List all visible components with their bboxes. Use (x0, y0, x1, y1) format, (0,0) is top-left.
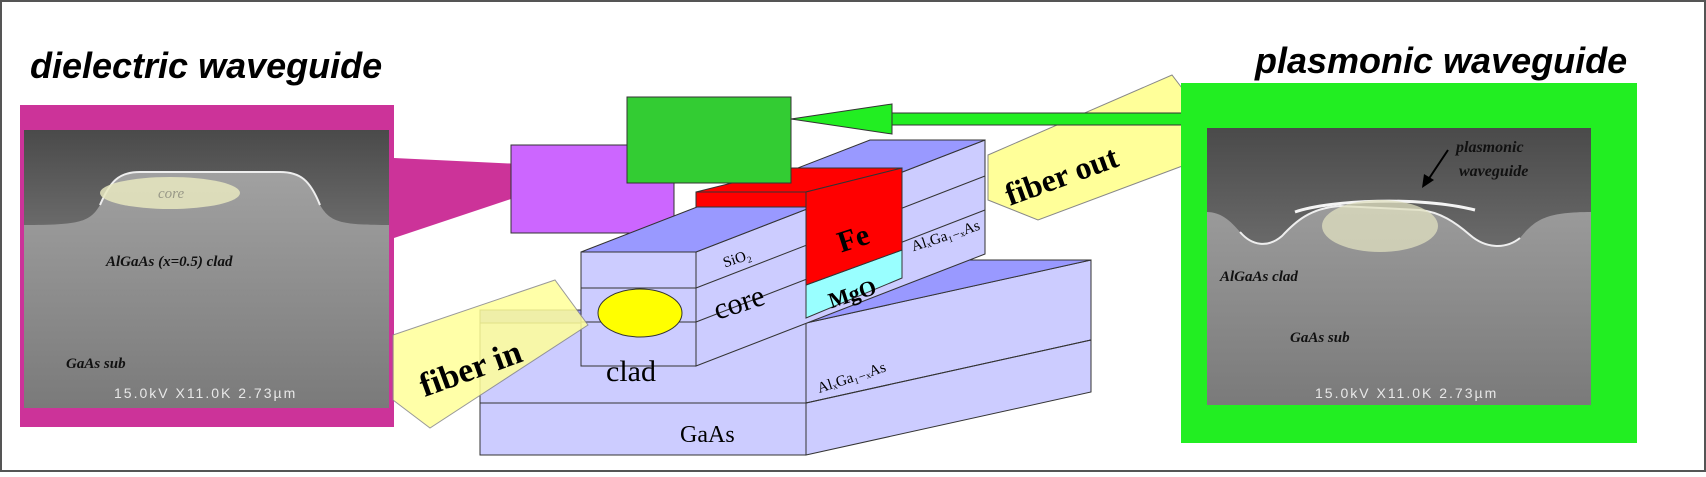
clad-label: clad (606, 355, 656, 388)
pointer-arrowhead (1422, 174, 1434, 188)
fiber-in-shape (392, 279, 589, 429)
gaas-block-front (479, 402, 807, 456)
core-ellipse (597, 288, 683, 338)
pointer-line (1427, 149, 1449, 181)
gaas-clad-boundary-side (805, 339, 1092, 404)
left-title: dielectric waveguide (30, 45, 382, 86)
left-sem-scale: 15.0kV X11.0K 2.73µm (114, 385, 297, 401)
gaas-label: GaAs (680, 422, 735, 448)
right-sem-sub-label: GaAs sub (1290, 330, 1350, 346)
right-sem-clad-label: AlGaAs clad (1219, 269, 1298, 285)
right-sem-pointer-line1: plasmonic (1454, 139, 1524, 156)
fe-front (805, 167, 903, 286)
fe-strip (695, 191, 807, 208)
right-sem-edge (1239, 204, 1521, 247)
left-sem-image: core AlGaAs (x=0.5) clad GaAs sub 15.0kV… (24, 130, 389, 408)
right-title: plasmonic waveguide (1254, 40, 1627, 81)
arrow-shaft (889, 112, 1216, 126)
right-sem-pointer-line2: waveguide (1459, 163, 1528, 180)
left-sem-core-label: core (158, 186, 184, 202)
fiber-in: fiber in (392, 279, 589, 429)
right-sem-image: plasmonic waveguide AlGaAs clad GaAs sub… (1207, 128, 1591, 405)
arrow-head (790, 103, 893, 135)
right-sem-scale: 15.0kV X11.0K 2.73µm (1315, 385, 1498, 401)
left-sem-clad-label: AlGaAs (x=0.5) clad (105, 254, 233, 270)
left-sem-core-ellipse (100, 177, 240, 209)
left-sem-background (24, 130, 389, 225)
green-box (626, 96, 792, 184)
right-sem-core (1322, 200, 1438, 252)
fe-layer (695, 167, 903, 286)
left-sem-sub-label: GaAs sub (66, 356, 126, 372)
